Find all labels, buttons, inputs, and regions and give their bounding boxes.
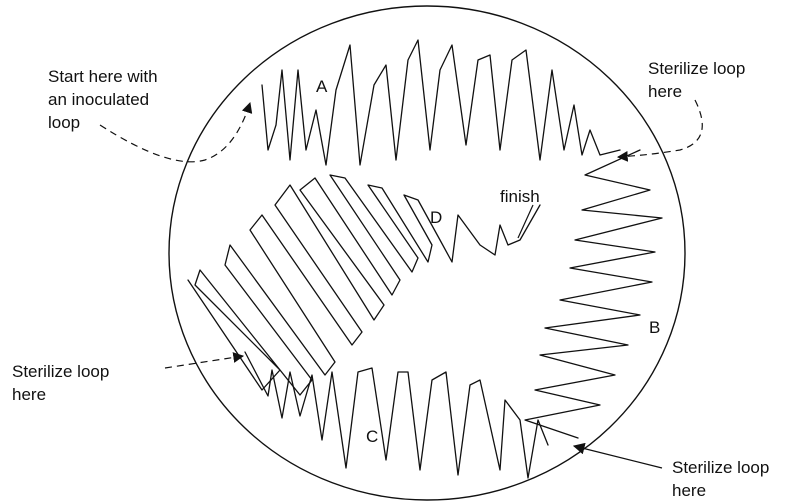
sterilize-top-right-label: Sterilize loop here bbox=[648, 59, 750, 101]
sterilize-bottom-right-arrow bbox=[574, 446, 662, 468]
start-label: Start here with an inoculated loop bbox=[48, 67, 162, 132]
petri-dish-outline bbox=[169, 6, 685, 500]
zone-c-label: C bbox=[366, 427, 378, 446]
sterilize-left-arrow bbox=[165, 356, 243, 368]
finish-label: finish bbox=[500, 187, 540, 206]
sterilize-left-label: Sterilize loop here bbox=[12, 362, 114, 404]
start-arrow bbox=[100, 103, 250, 162]
streak-zone-c bbox=[245, 352, 548, 478]
streak-zone-d bbox=[188, 175, 540, 395]
zone-b-label: B bbox=[649, 318, 660, 337]
zone-a-label: A bbox=[316, 77, 328, 96]
sterilize-bottom-right-label: Sterilize loop here bbox=[672, 458, 774, 500]
streak-zone-a bbox=[262, 40, 620, 165]
streak-zone-b bbox=[525, 150, 662, 438]
zone-d-label: D bbox=[430, 208, 442, 227]
